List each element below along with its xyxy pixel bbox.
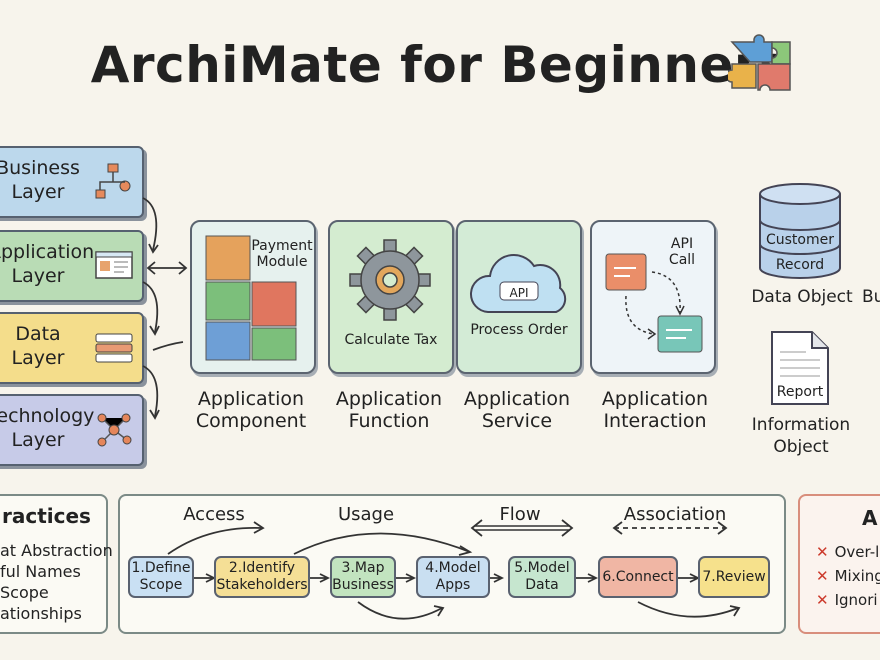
document-icon (771, 331, 829, 405)
avoid-title: A (862, 506, 878, 530)
avoid-panel: A ✕ Over-l ✕ Mixing ✕ Ignori (798, 494, 880, 634)
puzzle-icon (728, 34, 791, 91)
process-step: 4.Model Apps (416, 556, 490, 598)
process-step: 2.Identify Stakeholders (214, 556, 310, 598)
best-practices-panel: ractices at Abstraction ful Names Scope … (0, 494, 113, 634)
gear-icon (349, 239, 431, 321)
best-practice-item: ationships (0, 604, 82, 623)
component-inner-label: API Call (668, 236, 696, 268)
relation-association: Association (623, 504, 727, 525)
cloud-icon (469, 253, 567, 313)
avoid-item: ✕ Mixing (816, 564, 880, 588)
layer-label: Application Layer (0, 241, 95, 287)
table-icon (95, 333, 133, 363)
card-application-service: API Process Order (456, 220, 582, 374)
data-object-inner-2: Record (775, 257, 825, 273)
caption-application-interaction: Application Interaction (601, 388, 709, 432)
layer-technology: Technology Layer (0, 394, 144, 466)
org-chart-icon (95, 163, 131, 199)
process-step: 1.Define Scope (128, 556, 194, 598)
card-application-interaction: API Call (590, 220, 716, 374)
relation-flow: Flow (499, 504, 541, 525)
best-practice-item: at Abstraction (0, 541, 113, 560)
card-application-component: Payment Module (190, 220, 316, 374)
process-step: 6.Connect (598, 556, 678, 598)
process-step: 3.Map Business (330, 556, 396, 598)
layer-application: Application Layer (0, 230, 144, 302)
caption-application-component: Application Component (195, 388, 307, 432)
caption-data-object: Data Object (751, 287, 853, 307)
avoid-item-label: Mixing (834, 567, 880, 585)
caption-information-object: Information Object (751, 415, 851, 457)
layer-arrows (142, 197, 188, 420)
layer-label: Data Layer (11, 323, 65, 369)
window-icon (95, 251, 133, 279)
interaction-icon (605, 253, 703, 353)
page-title: ArchiMate for Beginners (90, 36, 790, 94)
process-step: 7.Review (698, 556, 770, 598)
caption-cut-off: Bu (862, 287, 880, 307)
card-application-function: Calculate Tax (328, 220, 454, 374)
puzzle-icon (205, 235, 297, 361)
database-icon (759, 183, 841, 279)
layer-data: Data Layer (0, 312, 144, 384)
best-practice-item: Scope (0, 583, 49, 602)
layer-business: Business Layer (0, 146, 144, 218)
layer-label: Technology Layer (0, 405, 95, 451)
relation-access: Access (183, 504, 245, 525)
component-inner-label: Payment Module (251, 238, 313, 270)
info-object-inner: Report (776, 384, 824, 400)
best-practices-title: ractices (2, 504, 91, 528)
caption-application-function: Application Function (335, 388, 443, 432)
cross-icon: ✕ (816, 543, 829, 561)
avoid-item-label: Over-l (834, 543, 880, 561)
cross-icon: ✕ (816, 591, 829, 609)
best-practice-item: ful Names (0, 562, 81, 581)
relation-usage: Usage (337, 504, 395, 525)
caption-application-service: Application Service (463, 388, 571, 432)
avoid-item-label: Ignori (834, 591, 878, 609)
cross-icon: ✕ (816, 567, 829, 585)
process-step: 5.Model Data (508, 556, 576, 598)
network-icon (97, 413, 132, 447)
data-object-inner-1: Customer (765, 232, 834, 248)
component-inner-label: Calculate Tax (344, 332, 438, 348)
api-tag: API (509, 286, 529, 300)
component-inner-label: Process Order (470, 322, 568, 338)
layer-label: Business Layer (0, 157, 80, 203)
avoid-item: ✕ Ignori (816, 588, 878, 612)
avoid-item: ✕ Over-l (816, 540, 879, 564)
